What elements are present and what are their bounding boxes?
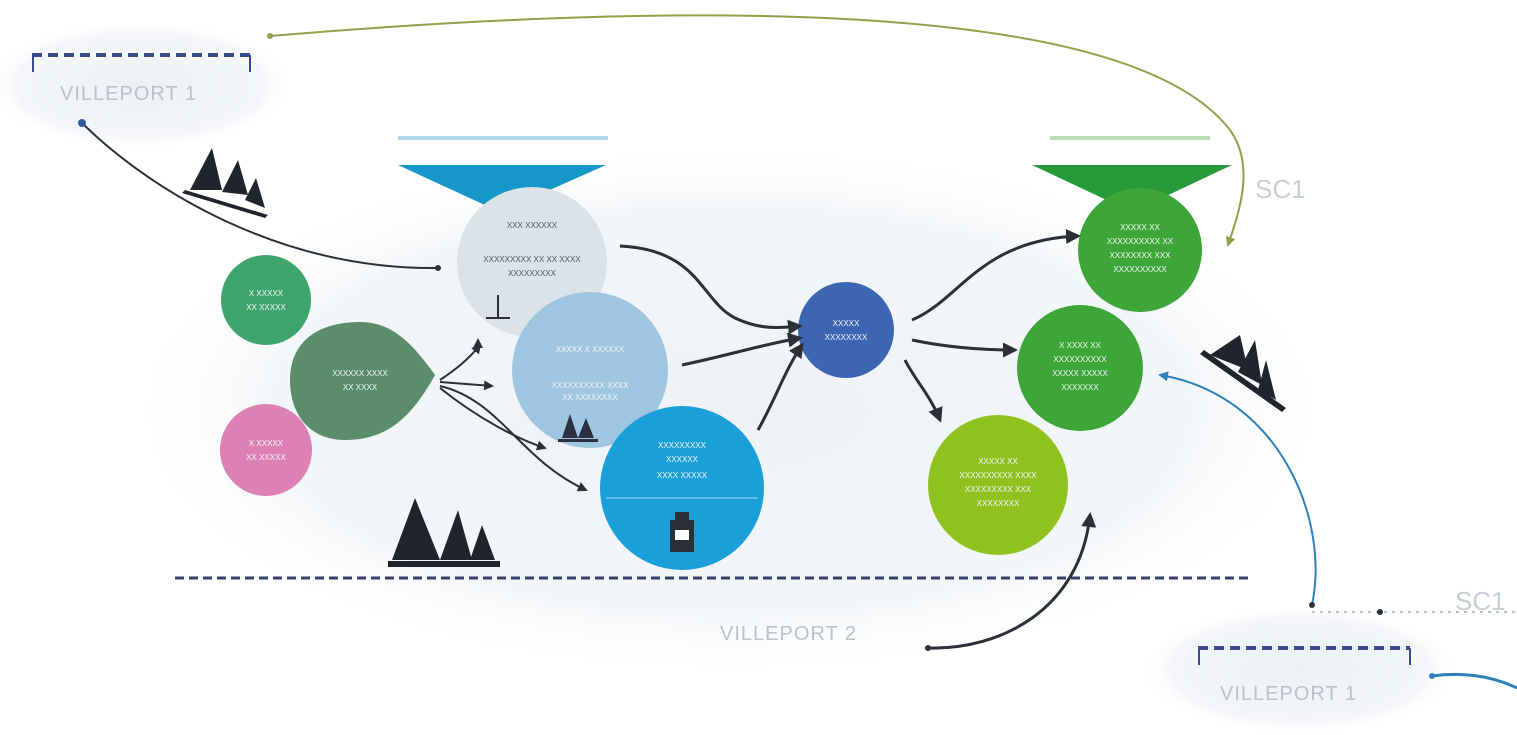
green-funnel-triangle [1032,165,1232,212]
node-teal-small[interactable]: X XXXXX XX XXXXX [221,255,311,345]
lighthouse-icon [670,512,694,552]
port-bracket-top-left [32,53,251,72]
connector-dot [267,33,273,39]
connector-dot [1377,609,1383,615]
arrow-mid-blue-to-center [681,332,803,367]
node-text: XXXXXXXXXX XXXX [960,471,1038,480]
blue-funnel-triangle [398,165,606,212]
anchor-icon [486,295,510,319]
node-text: XXXX XXXXX [657,471,708,480]
arrow-fan-right [439,380,494,391]
node-text: XXXXX XX [978,457,1018,466]
node-text: XXXXX XXXXX [1052,369,1108,378]
port-label-bottom-right: VILLEPORT 1 [1220,683,1357,705]
node-text: XXXXXXXXX [658,441,707,450]
arrow-center-to-lime [903,359,943,423]
code-label-top-right: SC1 [1255,174,1306,204]
node-text: XXXXXXXX [825,333,868,342]
node-text: XX XXXXX [246,303,286,312]
node-green-mid[interactable]: X XXXX XX XXXXXXXXXX XXXXX XXXXX XXXXXXX [1017,305,1143,431]
node-text: X XXXXX [249,439,284,448]
node-text: XXX XXXXXX [507,221,558,230]
connector-dot [1429,673,1435,679]
port-area-bottom-right [1140,605,1460,735]
sailboat-icon [558,414,598,442]
node-text: XXXXXX XXXX [332,369,388,378]
connector-dot [925,645,931,651]
sailboat-icon [388,498,500,567]
connector-dot [1309,602,1315,608]
node-green-top[interactable]: XXXXX XX XXXXXXXXXX XX XXXXXXXX XXX XXXX… [1078,188,1202,312]
node-text: XXXXXXXXX [508,269,557,278]
connector-port-to-green-mid [1158,371,1317,606]
node-text: XX XXXXXXXX [562,393,618,402]
connector-dot [435,265,441,271]
node-text: XXXXXX [666,455,699,464]
sailboat-icon [182,148,268,218]
node-text: X XXXX XX [1059,341,1101,350]
node-mid-light-blue[interactable]: XXXXX X XXXXXX XXXXXXXXXX XXXX XX XXXXXX… [512,292,668,448]
node-big-blue[interactable]: XXXXXXXXX XXXXXX XXXX XXXXX [600,406,764,570]
node-pink[interactable]: X XXXXX XX XXXXX [220,404,312,496]
node-text: XX XXXXX [246,453,286,462]
sailboat-icon [1200,335,1286,412]
node-lime[interactable]: XXXXX XX XXXXXXXXXX XXXX XXXXXXXXX XXX X… [928,415,1068,555]
node-text: XXXXXXXXXX [1053,355,1107,364]
port-area-top-left [0,20,295,150]
port-label-center: VILLEPORT 2 [720,623,857,645]
node-text: XX XXXX [343,383,378,392]
arrow-center-to-green-top [911,229,1081,322]
arrow-hub-to-center [619,244,803,335]
node-text: XXXXXXXXXX XXXX [552,381,630,390]
node-text: X XXXXX [249,289,284,298]
blue-funnel-bar [398,136,608,140]
green-funnel-bar [1050,136,1210,140]
node-text: XXXXXXXXX XXX [965,485,1032,494]
arrow-fan-up [439,343,482,381]
node-text: XXXXX XX [1120,223,1160,232]
connector-incoming-right [1431,672,1517,690]
node-teal-mid[interactable]: XXXXXX XXXX XX XXXX [290,322,435,440]
arrow-fan-lower [439,387,547,451]
arrow-big-blue-to-center [756,342,804,431]
arrow-fan-down [439,385,588,492]
node-text: XXXXXXXX [977,499,1020,508]
node-text: XXXXXXXXXX [1113,265,1167,274]
node-text: XXXXXXXXX XX XX XXXX [483,255,581,264]
node-text: XXXXXXXXXX XX [1107,237,1174,246]
node-text: XXXXXXX [1061,383,1099,392]
connector-top-arc [269,14,1245,247]
connector-dot [78,119,86,127]
node-text: XXXXX X XXXXXX [556,345,625,354]
node-center-navy[interactable]: XXXXX XXXXXXXX [798,282,894,378]
port-label-top-left: VILLEPORT 1 [60,83,197,105]
node-text: XXXXX [833,319,860,328]
arrow-bottom-to-lime [927,512,1097,650]
connector-port-to-hub [81,122,439,270]
arrow-center-to-green-mid [911,338,1018,358]
node-text: XXXXXXXX XXX [1110,251,1172,260]
port-bracket-bottom-right [1198,646,1411,665]
